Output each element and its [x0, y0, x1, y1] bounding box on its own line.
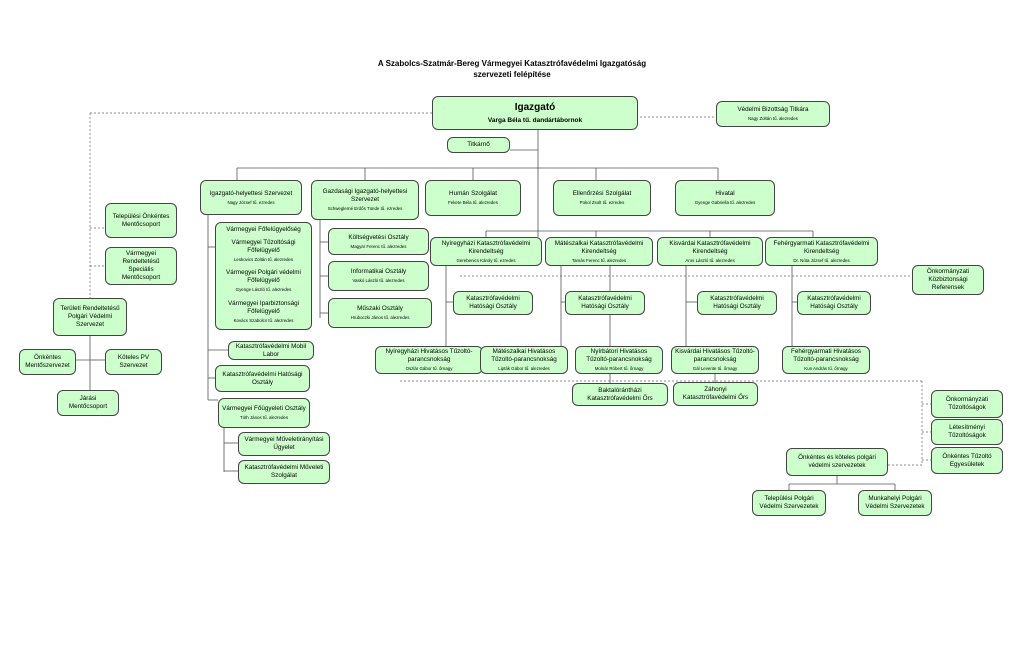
fire-command-mateszalka: Mátészalkai Hivatásos Tűzoltó-parancsnok…: [480, 346, 568, 374]
fire-command-nyirbator: Nyírbátori Hivatásos Tűzoltó-parancsnoks…: [575, 346, 663, 374]
economic-deputy-box: Gazdasági Igazgató-helyettesi Szervezet …: [311, 180, 419, 220]
authority-unit-fehergyarmat: Katasztrófavédelmi Hatósági Osztály: [797, 291, 871, 315]
district-rescue-group-box: Járási Mentőcsoport: [57, 390, 119, 416]
chart-title: A Szabolcs-Szatmár-Bereg Vármegyei Katas…: [377, 59, 647, 79]
office-mateszalka-box: Mátészalkai Katasztrófavédelmi Kirendelt…: [545, 237, 653, 266]
main-duty-dept-box: Vármegyei Főügyeleti Osztály Tóth János …: [218, 398, 310, 428]
authority-unit-mateszalka: Katasztrófavédelmi Hatósági Osztály: [565, 291, 645, 315]
office-box: Hivatal Gyenge Gabriella tű. alezredes: [675, 180, 775, 216]
office-fehergyarmat-box: Fehérgyarmati Katasztrófavédelmi Kirende…: [765, 237, 878, 266]
facility-fire-dept-box: Létesítményi Tűzoltóságok: [931, 419, 1003, 445]
office-kisvarda-box: Kisvárdai Katasztrófavédelmi Kirendeltsé…: [657, 237, 763, 266]
mandatory-pv-org-box: Köteles PV Szervezet: [105, 349, 162, 375]
county-supervision-box: Vármegyei Főfelügyelőség Vármegyei Tűzol…: [215, 222, 312, 330]
local-volunteer-group-box: Települési Önkéntes Mentőcsoport: [105, 203, 177, 238]
ops-service-box: Katasztrófavédelmi Műveleti Szolgálat: [238, 460, 330, 484]
deputy-director-box: Igazgató-helyettesi Szervezet Nagy Józse…: [200, 180, 302, 215]
control-service-box: Ellenőrzési Szolgálat Pokol Zsolt tű. ez…: [553, 180, 651, 216]
committee-secretary-box: Védelmi Bizottság Titkára Nagy Zoltán tű…: [716, 101, 830, 127]
mobile-lab-box: Katasztrófavédelmi Mobil Labor: [228, 341, 314, 360]
hr-service-box: Humán Szolgálat Fekete Béla tű. alezrede…: [425, 180, 521, 216]
technical-dept-box: Műszaki Osztály Hruboczki János tű. alez…: [328, 298, 432, 328]
guard-post-baktaloranthaza: Baktalórántházi Katasztrófavédelmi Őrs: [572, 383, 668, 406]
fire-command-nyiregyhaza: Nyíregyházi Hivatásos Tűzoltó-parancsnok…: [375, 346, 483, 374]
civil-protection-supervisor: Vármegyei Polgári védelmi Főfelügyelő Gy…: [226, 269, 301, 293]
fire-supervisor: Vármegyei Tűzoltósági Főfelügyelő Leskov…: [231, 238, 296, 262]
county-special-rescue-box: Vármegyei Rendeltetésű Speciális Mentőcs…: [105, 247, 177, 285]
voluntary-rescue-org-box: Önkéntes Mentőszervezet: [19, 349, 76, 375]
volunteer-fire-assoc-box: Önkéntes Tűzoltó Egyesületek: [931, 447, 1003, 474]
office-nyiregyhaza-box: Nyíregyházi Katasztrófavédelmi Kirendelt…: [430, 237, 542, 266]
guard-post-zahony: Záhonyi Katasztrófavédelmi Őrs: [673, 382, 758, 406]
industrial-safety-supervisor: Vármegyei Iparbiztonsági Főfelügyelő Kov…: [227, 299, 300, 323]
authority-dept-box: Katasztrófavédelmi Hatósági Osztály: [215, 365, 310, 392]
ops-duty-box: Vármegyei Műveletirányítási Ügyelet: [238, 432, 330, 456]
workplace-civil-orgs-box: Munkahelyi Polgári Védelmi Szervezetek: [858, 490, 932, 516]
authority-unit-kisvarda: Katasztrófavédelmi Hatósági Osztály: [697, 291, 777, 315]
fire-command-kisvarda: Kisvárdai Hivatásos Tűzoltó-parancsnoksá…: [671, 346, 759, 374]
territorial-civil-org-box: Területi Rendeltetésű Polgári Védelmi Sz…: [53, 298, 127, 336]
civil-protection-orgs-box: Önkéntes és köteles polgári védelmi szer…: [786, 448, 888, 476]
municipal-fire-dept-box: Önkormányzati Tűzoltóságok: [931, 390, 1003, 418]
director-box: Igazgató Varga Béla tű. dandártábornok: [432, 96, 638, 130]
fire-command-fehergyarmat: Fehérgyarmati Hivatásos Tűzoltó-parancsn…: [782, 346, 870, 374]
budget-dept-box: Költségvetési Osztály Magyar Ferenc tű. …: [328, 228, 429, 255]
secretariat-box: Titkárnő: [447, 137, 510, 153]
authority-unit-nyiregyhaza: Katasztrófavédelmi Hatósági Osztály: [453, 291, 533, 315]
municipal-civil-orgs-box: Települési Polgári Védelmi Szervezetek: [752, 490, 826, 516]
it-dept-box: Informatikai Osztály Vaskó László tű. al…: [328, 261, 429, 291]
municipal-security-officers-box: Önkormányzati Közbiztonsági Referensek: [912, 265, 984, 295]
